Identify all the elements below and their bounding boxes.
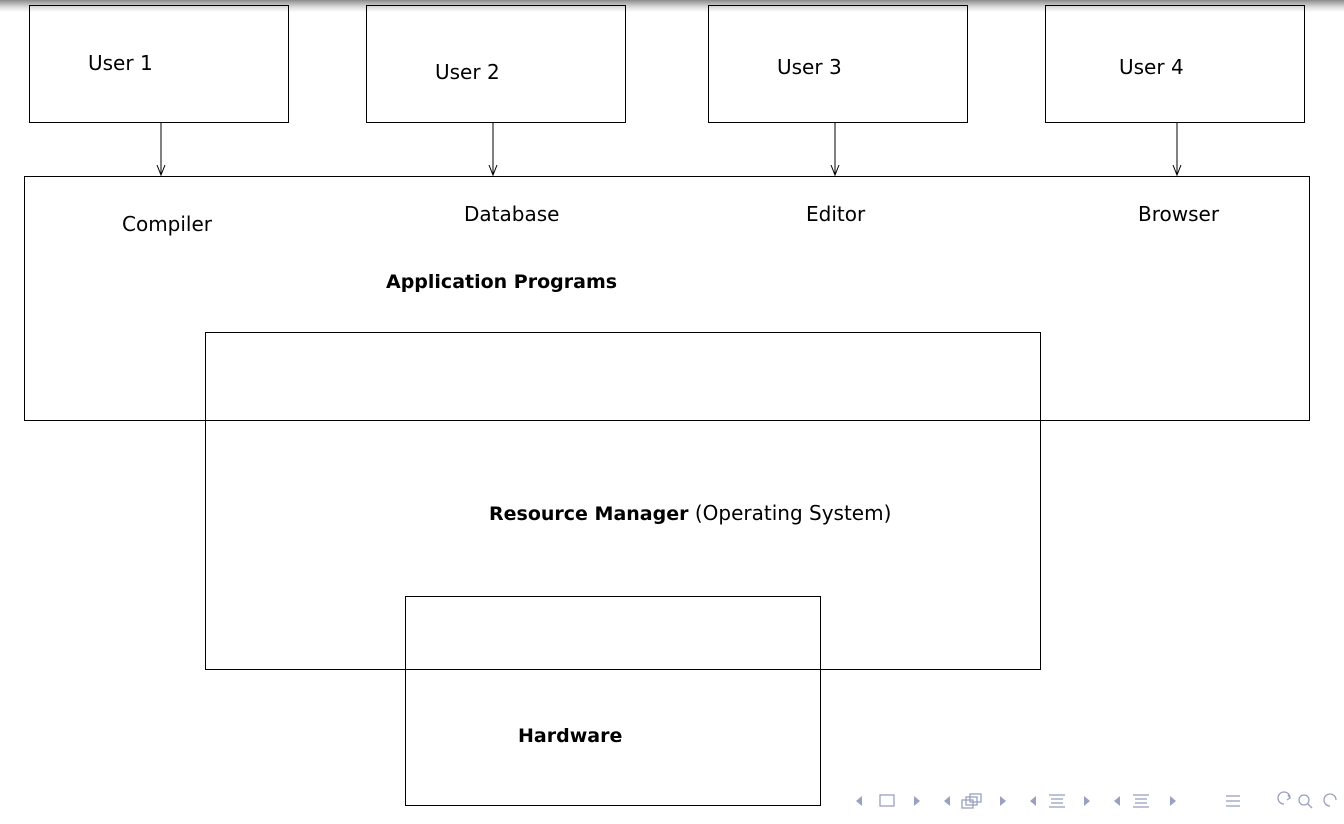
beamer-navigation xyxy=(852,790,1344,812)
section-next-icon xyxy=(1084,796,1090,806)
resource-manager-title-bold: Resource Manager xyxy=(489,503,689,525)
resource-manager-box xyxy=(205,332,1041,670)
frame-icon xyxy=(879,794,895,807)
subsection-next-icon xyxy=(1000,796,1006,806)
section2-next-icon xyxy=(1170,796,1176,806)
subsection-prev-icon xyxy=(944,796,950,806)
search-loop-icon xyxy=(1277,791,1337,809)
subsection-icon xyxy=(961,793,982,809)
applications-box xyxy=(24,176,1310,421)
user-label-3: User 3 xyxy=(777,55,842,79)
user-box-4 xyxy=(1045,5,1305,123)
app-compiler: Compiler xyxy=(122,212,213,236)
app-editor: Editor xyxy=(806,202,866,226)
hardware-box xyxy=(405,596,821,806)
section2-prev-icon xyxy=(1114,796,1120,806)
nav-svg xyxy=(856,791,1337,809)
user-label-1: User 1 xyxy=(88,51,153,75)
align-icon xyxy=(1226,795,1240,807)
section-icon xyxy=(1049,794,1065,808)
user-label-2: User 2 xyxy=(435,60,500,84)
arrowhead-user-3 xyxy=(830,164,840,177)
section-prev-icon xyxy=(1030,796,1036,806)
user-box-2 xyxy=(366,5,626,123)
user-box-3 xyxy=(708,5,968,123)
hardware-title: Hardware xyxy=(518,725,623,747)
app-browser: Browser xyxy=(1138,202,1220,226)
section2-icon xyxy=(1133,794,1149,808)
user-box-1 xyxy=(29,5,289,123)
top-shadow-bar xyxy=(0,0,1344,12)
arrowhead-user-2 xyxy=(488,164,498,177)
frame-next-icon xyxy=(914,796,920,806)
frame-prev-icon xyxy=(856,796,862,806)
arrowhead-user-4 xyxy=(1172,164,1182,177)
resource-manager-title-rest: (Operating System) xyxy=(694,501,892,525)
resource-manager-title: Resource Manager (Operating System) xyxy=(489,503,891,524)
applications-title: Application Programs xyxy=(386,271,618,293)
app-database: Database xyxy=(464,202,560,226)
arrowhead-user-1 xyxy=(156,164,166,177)
user-label-4: User 4 xyxy=(1119,55,1184,79)
